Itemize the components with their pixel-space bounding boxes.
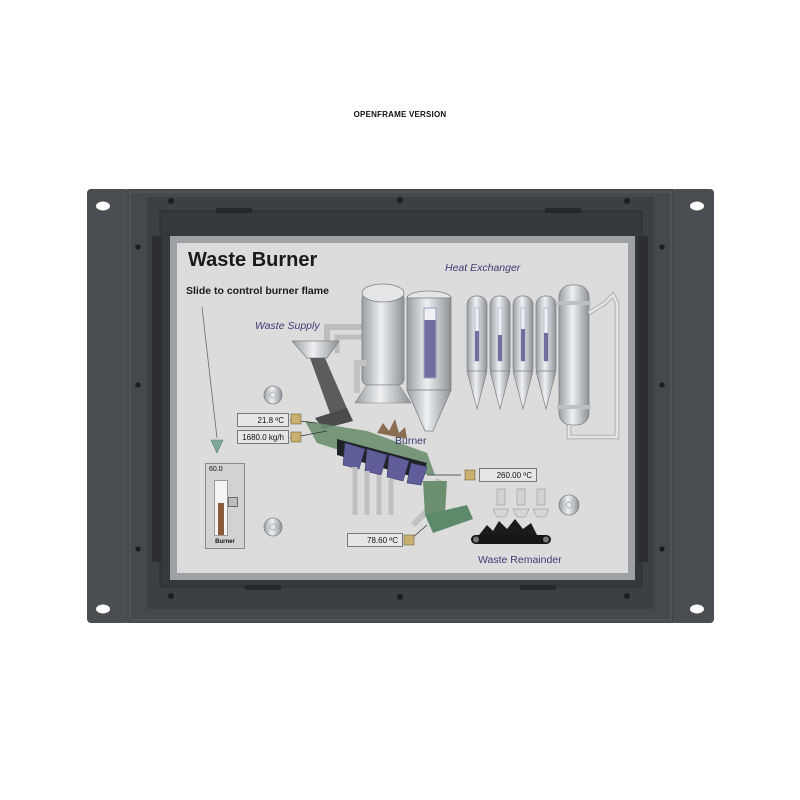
caption-openframe: OPENFRAME VERSION: [353, 110, 447, 119]
mount-hole: [96, 604, 110, 614]
label-waste-remainder: Waste Remainder: [478, 554, 562, 566]
burner-slider-label: Burner: [215, 539, 235, 545]
burner-slider-panel: 60.0 Burner: [205, 463, 245, 549]
readout-supply-flow: 1680.0 kg/h: [237, 430, 289, 444]
hmi-screen: Waste Burner Slide to control burner fla…: [177, 243, 628, 573]
readout-remainder-temp: 78.60 ºC: [347, 533, 403, 547]
remainder-conveyor: [471, 519, 551, 544]
sensor-connectors: [289, 413, 476, 546]
burner-slider-fill: [218, 502, 224, 535]
burner-assembly: [261, 419, 473, 537]
label-burner: Burner: [395, 435, 427, 447]
mount-hole: [690, 201, 704, 211]
screen-title: Waste Burner: [188, 249, 318, 271]
heat-exchanger-tank: [354, 283, 412, 404]
slider-instruction: Slide to control burner flame: [186, 285, 329, 297]
waste-supply-hopper: [291, 340, 353, 429]
burner-slider-thumb[interactable]: [228, 496, 238, 507]
left-mount-ear: [87, 189, 129, 623]
separator-vessel: [406, 290, 452, 432]
cyclones: [466, 295, 557, 411]
readout-supply-temp: 21.8 ºC: [237, 413, 289, 427]
label-waste-supply: Waste Supply: [255, 320, 320, 332]
supply-pump: [229, 360, 367, 405]
level-indicator: [424, 320, 436, 378]
flame-icon: [377, 419, 407, 439]
right-mount-ear: [672, 189, 714, 623]
hint-arrow-icon: [210, 439, 224, 454]
burner-slider-value: 60.0: [209, 466, 223, 473]
frame-screws: [135, 197, 665, 600]
readout-burner-temp: 260.00 ºC: [479, 468, 537, 482]
ash-chute: [425, 505, 473, 533]
hint-line: [201, 306, 218, 439]
mount-hole: [96, 201, 110, 211]
remainder-blower: [489, 488, 580, 518]
process-diagram: [201, 283, 620, 546]
burner-slider-track[interactable]: [214, 480, 228, 536]
stack-column: [557, 284, 620, 440]
label-heat-exchanger: Heat Exchanger: [445, 262, 521, 274]
mount-hole: [690, 604, 704, 614]
